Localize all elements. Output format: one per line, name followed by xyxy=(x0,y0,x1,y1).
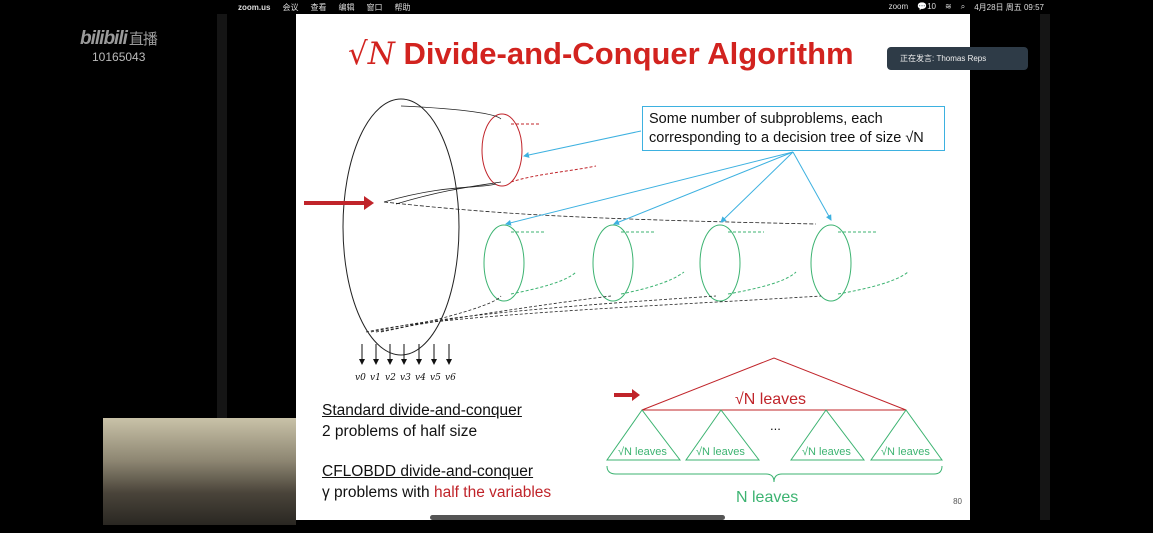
side-strip-right xyxy=(1040,14,1050,520)
wechat-icon[interactable]: 💬10 xyxy=(917,1,936,11)
search-icon[interactable]: ⌕ xyxy=(960,1,966,11)
zoom-status[interactable]: zoom xyxy=(888,1,909,11)
std-heading: Standard divide-and-conquer xyxy=(322,402,522,419)
slide-title: √N Divide-and-Conquer Algorithm xyxy=(348,36,854,72)
red-grouping xyxy=(481,113,523,187)
active-speaker-badge: 正在发言: Thomas Reps xyxy=(887,47,1028,70)
title-text: Divide-and-Conquer Algorithm xyxy=(403,36,854,71)
menu-view[interactable]: 查看 xyxy=(310,2,327,12)
ellipsis: ... xyxy=(770,418,781,433)
sqrt-n: √N xyxy=(348,36,395,72)
var-v0: v0 xyxy=(355,373,366,383)
wechat-count: 10 xyxy=(927,1,936,11)
bottom-brace xyxy=(606,465,943,483)
callout-line2: corresponding to a decision tree of size… xyxy=(649,130,924,146)
side-strip-left xyxy=(217,14,227,520)
var-v1: v1 xyxy=(370,373,381,383)
slide: v0 v1 v2 v3 v4 v5 v6 √N leaves √N leaves… xyxy=(296,14,970,520)
cflobdd-diagram: v0 v1 v2 v3 v4 v5 v6 √N leaves √N leaves… xyxy=(304,98,943,506)
webcam-video xyxy=(103,418,296,525)
mac-menubar: zoom.us 会议 查看 编辑 窗口 帮助 zoom 💬10 ≋ ⌕ 4月28… xyxy=(220,0,1050,14)
callout-line1: Some number of subproblems, each xyxy=(649,111,883,127)
cfl-heading: CFLOBDD divide-and-conquer xyxy=(322,463,534,480)
var-v6: v6 xyxy=(445,373,456,383)
cfl-desc-prefix: γ problems with xyxy=(322,484,434,501)
horizontal-scrollbar[interactable] xyxy=(430,515,725,520)
clock[interactable]: 4月28日 周五 09:57 xyxy=(974,2,1044,12)
bili-logo: bilibili xyxy=(80,28,128,49)
menu-meeting[interactable]: 会议 xyxy=(282,2,299,12)
bottom-leaves: N leaves xyxy=(736,489,798,506)
top-leaves: √N leaves xyxy=(735,391,806,408)
menu-help[interactable]: 帮助 xyxy=(394,2,411,12)
outer-grouping xyxy=(342,98,460,356)
wifi-icon[interactable]: ≋ xyxy=(945,1,952,11)
menu-app[interactable]: zoom.us xyxy=(238,2,271,12)
std-desc: 2 problems of half size xyxy=(322,423,478,440)
sub-leaves-3: √N leaves xyxy=(802,446,851,458)
var-v2: v2 xyxy=(385,373,396,383)
page-number: 80 xyxy=(953,497,962,506)
cfl-desc-red: half the variables xyxy=(433,484,552,501)
sub-leaves-2: √N leaves xyxy=(696,446,745,458)
top-triangle xyxy=(641,357,907,411)
room-id: 10165043 xyxy=(92,50,146,64)
sub-leaves-4: √N leaves xyxy=(881,446,930,458)
var-v5: v5 xyxy=(430,373,441,383)
cfl-desc: γ problems with half the variables xyxy=(322,484,551,502)
var-v4: v4 xyxy=(415,373,426,383)
bili-live: 直播 xyxy=(128,31,158,48)
menu-edit[interactable]: 编辑 xyxy=(338,2,355,12)
callout-box: Some number of subproblems, each correspo… xyxy=(642,106,945,151)
menu-window[interactable]: 窗口 xyxy=(366,2,383,12)
sub-leaves-1: √N leaves xyxy=(618,446,667,458)
var-v3: v3 xyxy=(400,373,411,383)
